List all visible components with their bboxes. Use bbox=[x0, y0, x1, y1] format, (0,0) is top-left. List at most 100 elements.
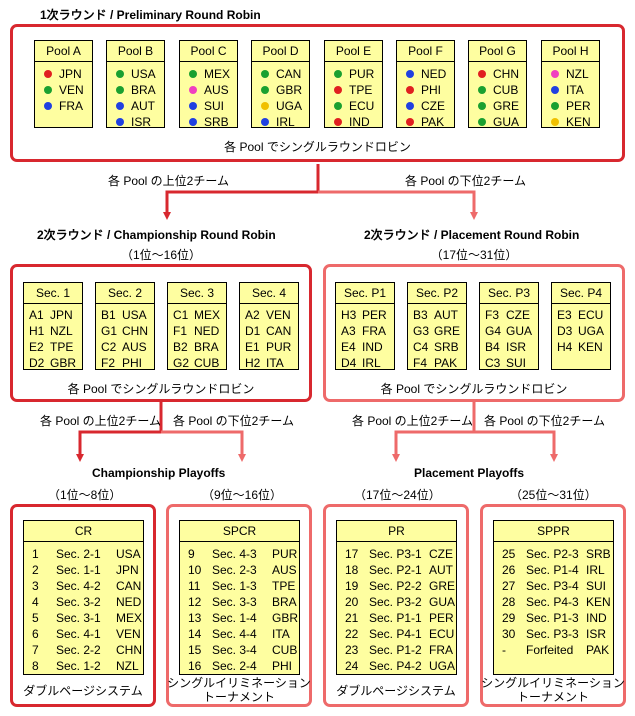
team-code: PHI bbox=[421, 83, 442, 97]
status-dot-icon bbox=[406, 102, 414, 110]
rank: 18 bbox=[345, 563, 359, 577]
status-dot-icon bbox=[406, 70, 414, 78]
pool-team: VEN bbox=[35, 82, 92, 98]
source-slot: Sec. 2-1 bbox=[56, 547, 101, 561]
seed-code: G2 bbox=[173, 356, 190, 370]
team-code: FRA bbox=[59, 99, 83, 113]
pool-team: BRA bbox=[107, 82, 164, 98]
seed-code: F3 bbox=[485, 308, 500, 322]
source-slot: Sec. 3-2 bbox=[56, 595, 101, 609]
status-dot-icon bbox=[478, 70, 486, 78]
status-dot-icon bbox=[261, 70, 269, 78]
team-code: CHN bbox=[122, 324, 148, 338]
rank: 25 bbox=[502, 547, 516, 561]
source-slot: Sec. 3-1 bbox=[56, 611, 101, 625]
bracket-caption-line: ダブルページシステム bbox=[336, 684, 456, 698]
seed-code: A3 bbox=[341, 324, 356, 338]
team-code: IRL bbox=[276, 115, 295, 129]
source-slot: Forfeited bbox=[526, 643, 574, 657]
team-code: SUI bbox=[586, 579, 607, 593]
team-code: KEN bbox=[586, 595, 611, 609]
section-header: Sec. P4 bbox=[552, 283, 610, 304]
section-header: Sec. P1 bbox=[336, 283, 394, 304]
seed-code: H2 bbox=[245, 356, 261, 370]
team-code: TPE bbox=[349, 83, 373, 97]
status-dot-icon bbox=[406, 118, 414, 126]
rank: 3 bbox=[32, 579, 39, 593]
pool-header: Pool C bbox=[180, 41, 237, 62]
status-dot-icon bbox=[116, 86, 124, 94]
team-code: MEX bbox=[194, 308, 221, 322]
rank: 12 bbox=[188, 595, 202, 609]
place-rr-title: 2次ラウンド / Placement Round Robin bbox=[364, 228, 580, 242]
seed-code: D1 bbox=[245, 324, 261, 338]
status-dot-icon bbox=[334, 102, 342, 110]
status-dot-icon bbox=[44, 102, 52, 110]
team-code: ISR bbox=[131, 115, 152, 129]
pool-team: CHN bbox=[469, 66, 526, 82]
source-slot: Sec. P2-2 bbox=[369, 579, 422, 593]
seed-code: E3 bbox=[557, 308, 572, 322]
split2-place-bottom2-label: 各 Pool の下位2チーム bbox=[484, 414, 606, 428]
bracket-caption: シングルイリミネーショントーナメント bbox=[480, 676, 626, 704]
team-code: CAN bbox=[116, 579, 142, 593]
team-code: GUA bbox=[429, 595, 456, 609]
pool-team: NZL bbox=[542, 66, 599, 82]
source-slot: Sec. P3-4 bbox=[526, 579, 579, 593]
pool-team: ISR bbox=[107, 114, 164, 130]
team-code: VEN bbox=[266, 308, 291, 322]
status-dot-icon bbox=[261, 86, 269, 94]
rank: 1 bbox=[32, 547, 39, 561]
rank: 26 bbox=[502, 563, 516, 577]
source-slot: Sec. 1-3 bbox=[212, 579, 257, 593]
source-slot: Sec. P2-1 bbox=[369, 563, 422, 577]
rank: 20 bbox=[345, 595, 359, 609]
team-code: SUI bbox=[204, 99, 225, 113]
team-code: PAK bbox=[586, 643, 610, 657]
seed-code: B3 bbox=[413, 308, 428, 322]
rank: 23 bbox=[345, 643, 359, 657]
status-dot-icon bbox=[551, 102, 559, 110]
team-code: FRA bbox=[362, 324, 386, 338]
pool-team: KEN bbox=[542, 114, 599, 130]
source-slot: Sec. P4-2 bbox=[369, 659, 422, 673]
rank: - bbox=[502, 643, 506, 657]
rank: 29 bbox=[502, 611, 516, 625]
source-slot: Sec. 2-4 bbox=[212, 659, 257, 673]
bracket-caption: ダブルページシステム bbox=[323, 684, 469, 698]
pool-header: Pool E bbox=[325, 41, 382, 62]
team-code: PAK bbox=[421, 115, 445, 129]
seed-code: E1 bbox=[245, 340, 260, 354]
team-code: AUT bbox=[429, 563, 453, 577]
rank: 10 bbox=[188, 563, 202, 577]
source-slot: Sec. 1-4 bbox=[212, 611, 257, 625]
pool-team: AUT bbox=[107, 98, 164, 114]
status-dot-icon bbox=[116, 102, 124, 110]
